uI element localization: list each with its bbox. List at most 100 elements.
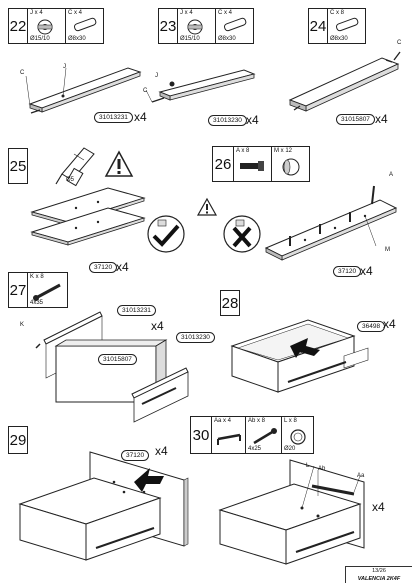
step-25-panels-drawing [30,187,146,246]
multiplier-x4: x4 [360,264,373,278]
callout-l: L [306,463,310,469]
hw-j-label: J x 4 [30,10,43,16]
hw-l-size: Ø20 [284,446,296,452]
multiplier-x4: x4 [151,319,164,333]
hw-c-label: C x 4 [218,10,233,16]
hw-j-cell: J x 4 Ø15/10 [28,9,66,43]
part-label-31013231: 31013231 [117,305,156,316]
part-label-31013231: 31013231 [94,112,133,123]
dowel-icon [335,17,359,32]
hw-c8-cell: C x 8 Ø8x30 [328,9,366,43]
multiplier-x4: x4 [155,444,168,458]
hw-aa-cell: Aa x 4 [212,417,246,453]
part-label-37120: 37120 [333,266,362,277]
callout-j: J [155,73,158,79]
cam-lock-icon [37,19,53,35]
hw-k-cell: K x 8 4x35 [28,273,68,307]
step-26-panel-drawing [264,185,398,261]
callout-m: M [385,247,390,253]
callout-ab: Ab [318,466,326,472]
step-22-number: 22 [8,8,28,44]
step-23-header: 23 J x 4 Ø15/10 C x 4 Ø8x30 [158,8,254,44]
hw-c-label: C x 4 [68,10,83,16]
step-22-panel-drawing [25,67,142,114]
step-23-panel-drawing [145,69,256,103]
screw-icon [253,428,277,445]
drill-size-label: Ø5 [66,177,75,183]
callout-a: A [389,172,394,178]
step-26-header: 26 A x 8 M x 12 [212,146,310,182]
step-24-header: 24 C x 8 Ø8x30 [308,8,366,44]
correct-usage-icon [147,215,185,253]
part-label-31013230: 31013230 [176,332,215,343]
dowel-icon [223,17,247,32]
model-name: VALENCIA 2K4F [357,576,401,582]
part-label-31013230: 31013230 [208,115,247,126]
hw-c-size: Ø8x30 [218,36,236,42]
warning-icon [104,150,134,177]
part-label-36498: 36498 [357,321,386,332]
multiplier-x4: x4 [134,110,147,124]
step-23-number: 23 [158,8,178,44]
step-22-header: 22 J x 4 Ø15/10 C x 4 Ø8x30 [8,8,104,44]
multiplier-x4: x4 [375,112,388,126]
hw-c-size: Ø8x30 [68,36,86,42]
screw-icon [33,283,61,301]
part-label-37120: 37120 [89,262,118,273]
hw-l-cell: L x 8 Ø20 [282,417,314,453]
warning-icon [196,197,218,216]
callout-c: C [143,88,148,94]
step-30-header: 30 Aa x 4 Ab x 8 4x25 L x 8 Ø20 [190,416,314,454]
hw-m-label: M x 12 [274,148,293,154]
multiplier-x4: x4 [116,260,129,274]
callout-c: C [20,70,25,76]
hw-ab-size: 4x25 [248,446,262,452]
hw-j-size: Ø15/10 [30,36,50,42]
plug-icon [282,158,300,176]
step-27-number: 27 [8,272,28,308]
hw-l-label: L x 8 [284,418,297,424]
hw-ab-label: Ab x 8 [248,418,266,424]
hw-k-label: K x 8 [30,274,44,280]
cam-lock-icon [187,19,203,35]
page-footer: 13/26 VALENCIA 2K4F [345,566,412,583]
wrong-usage-icon [223,215,261,253]
part-label-37120: 37120 [121,450,150,461]
hw-c-size: Ø8x30 [330,36,348,42]
step-29-drawer-assembly [18,451,189,561]
page-number: 13/26 [372,568,386,574]
hw-m-cell: M x 12 [272,147,310,181]
cam-bolt-icon [240,161,264,171]
step-30-number: 30 [190,416,212,454]
step-25-number: 25 [8,148,28,184]
hw-a-label: A x 8 [236,148,250,154]
step-24-panel-drawing [288,51,401,112]
step-28-drawer-box [230,319,369,393]
hw-c-cell: C x 4 Ø8x30 [216,9,254,43]
cover-cap-icon [290,429,306,445]
step-26-number: 26 [212,146,234,182]
part-label-31015807: 31015807 [98,354,137,365]
part-label-31015807: 31015807 [336,114,375,125]
hw-c8-label: C x 8 [330,10,345,16]
drill-icon [55,147,95,187]
dowel-icon [73,17,97,32]
hw-j-label: J x 4 [180,10,193,16]
step-28-number: 28 [220,290,240,316]
hw-ab-cell: Ab x 8 4x25 [246,417,282,453]
step-27-header: 27 K x 8 4x35 [8,272,68,308]
step-24-number: 24 [308,8,328,44]
callout-j: J [63,64,66,70]
hw-k-size: 4x35 [30,300,44,306]
callout-aa: Aa [357,473,365,479]
callout-c: C [397,40,402,46]
callout-k: K [20,322,25,328]
hw-c-cell: C x 4 Ø8x30 [66,9,104,43]
multiplier-x4: x4 [372,500,385,514]
hw-aa-label: Aa x 4 [214,418,232,424]
multiplier-x4: x4 [383,317,396,331]
hw-j-size: Ø15/10 [180,36,200,42]
hw-j-cell: J x 4 Ø15/10 [178,9,216,43]
handle-icon [217,433,241,445]
step-30-drawer-assembly [218,459,365,565]
